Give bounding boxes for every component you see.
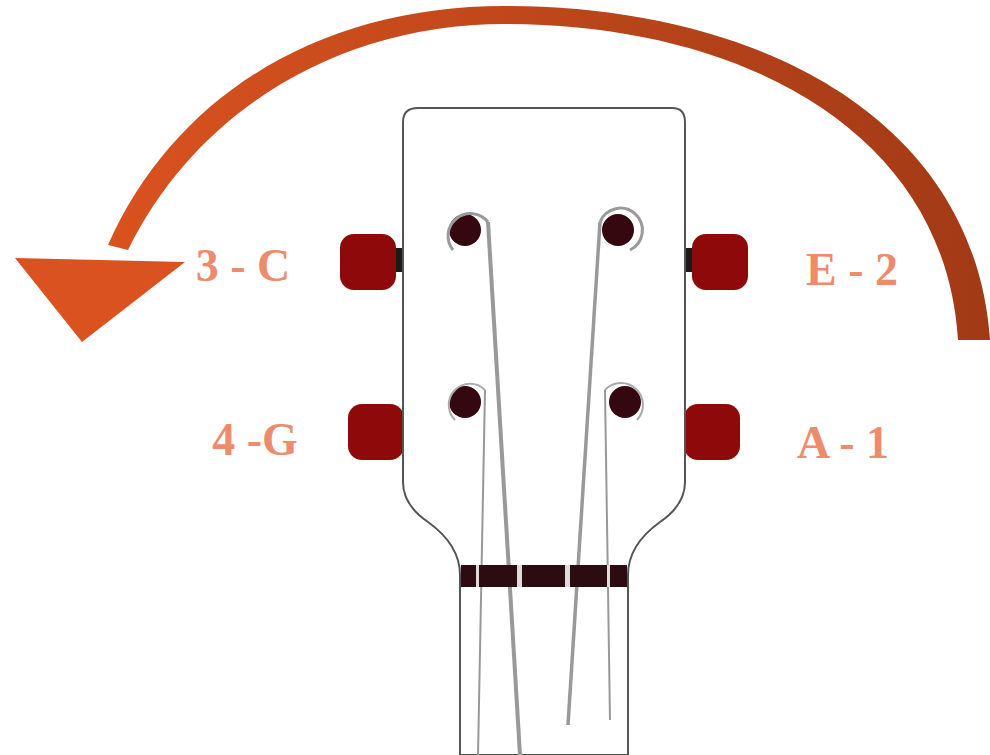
string-holes — [448, 208, 643, 420]
strings — [478, 222, 610, 755]
string-label: 3 - C — [196, 243, 291, 289]
nut-slots — [476, 565, 610, 587]
nut — [461, 565, 627, 587]
headstock-outline — [403, 108, 685, 755]
arrow-head — [15, 258, 185, 342]
string-label: 4 -G — [212, 417, 298, 463]
string-label: A - 1 — [797, 420, 889, 466]
string-label: E - 2 — [806, 247, 898, 293]
